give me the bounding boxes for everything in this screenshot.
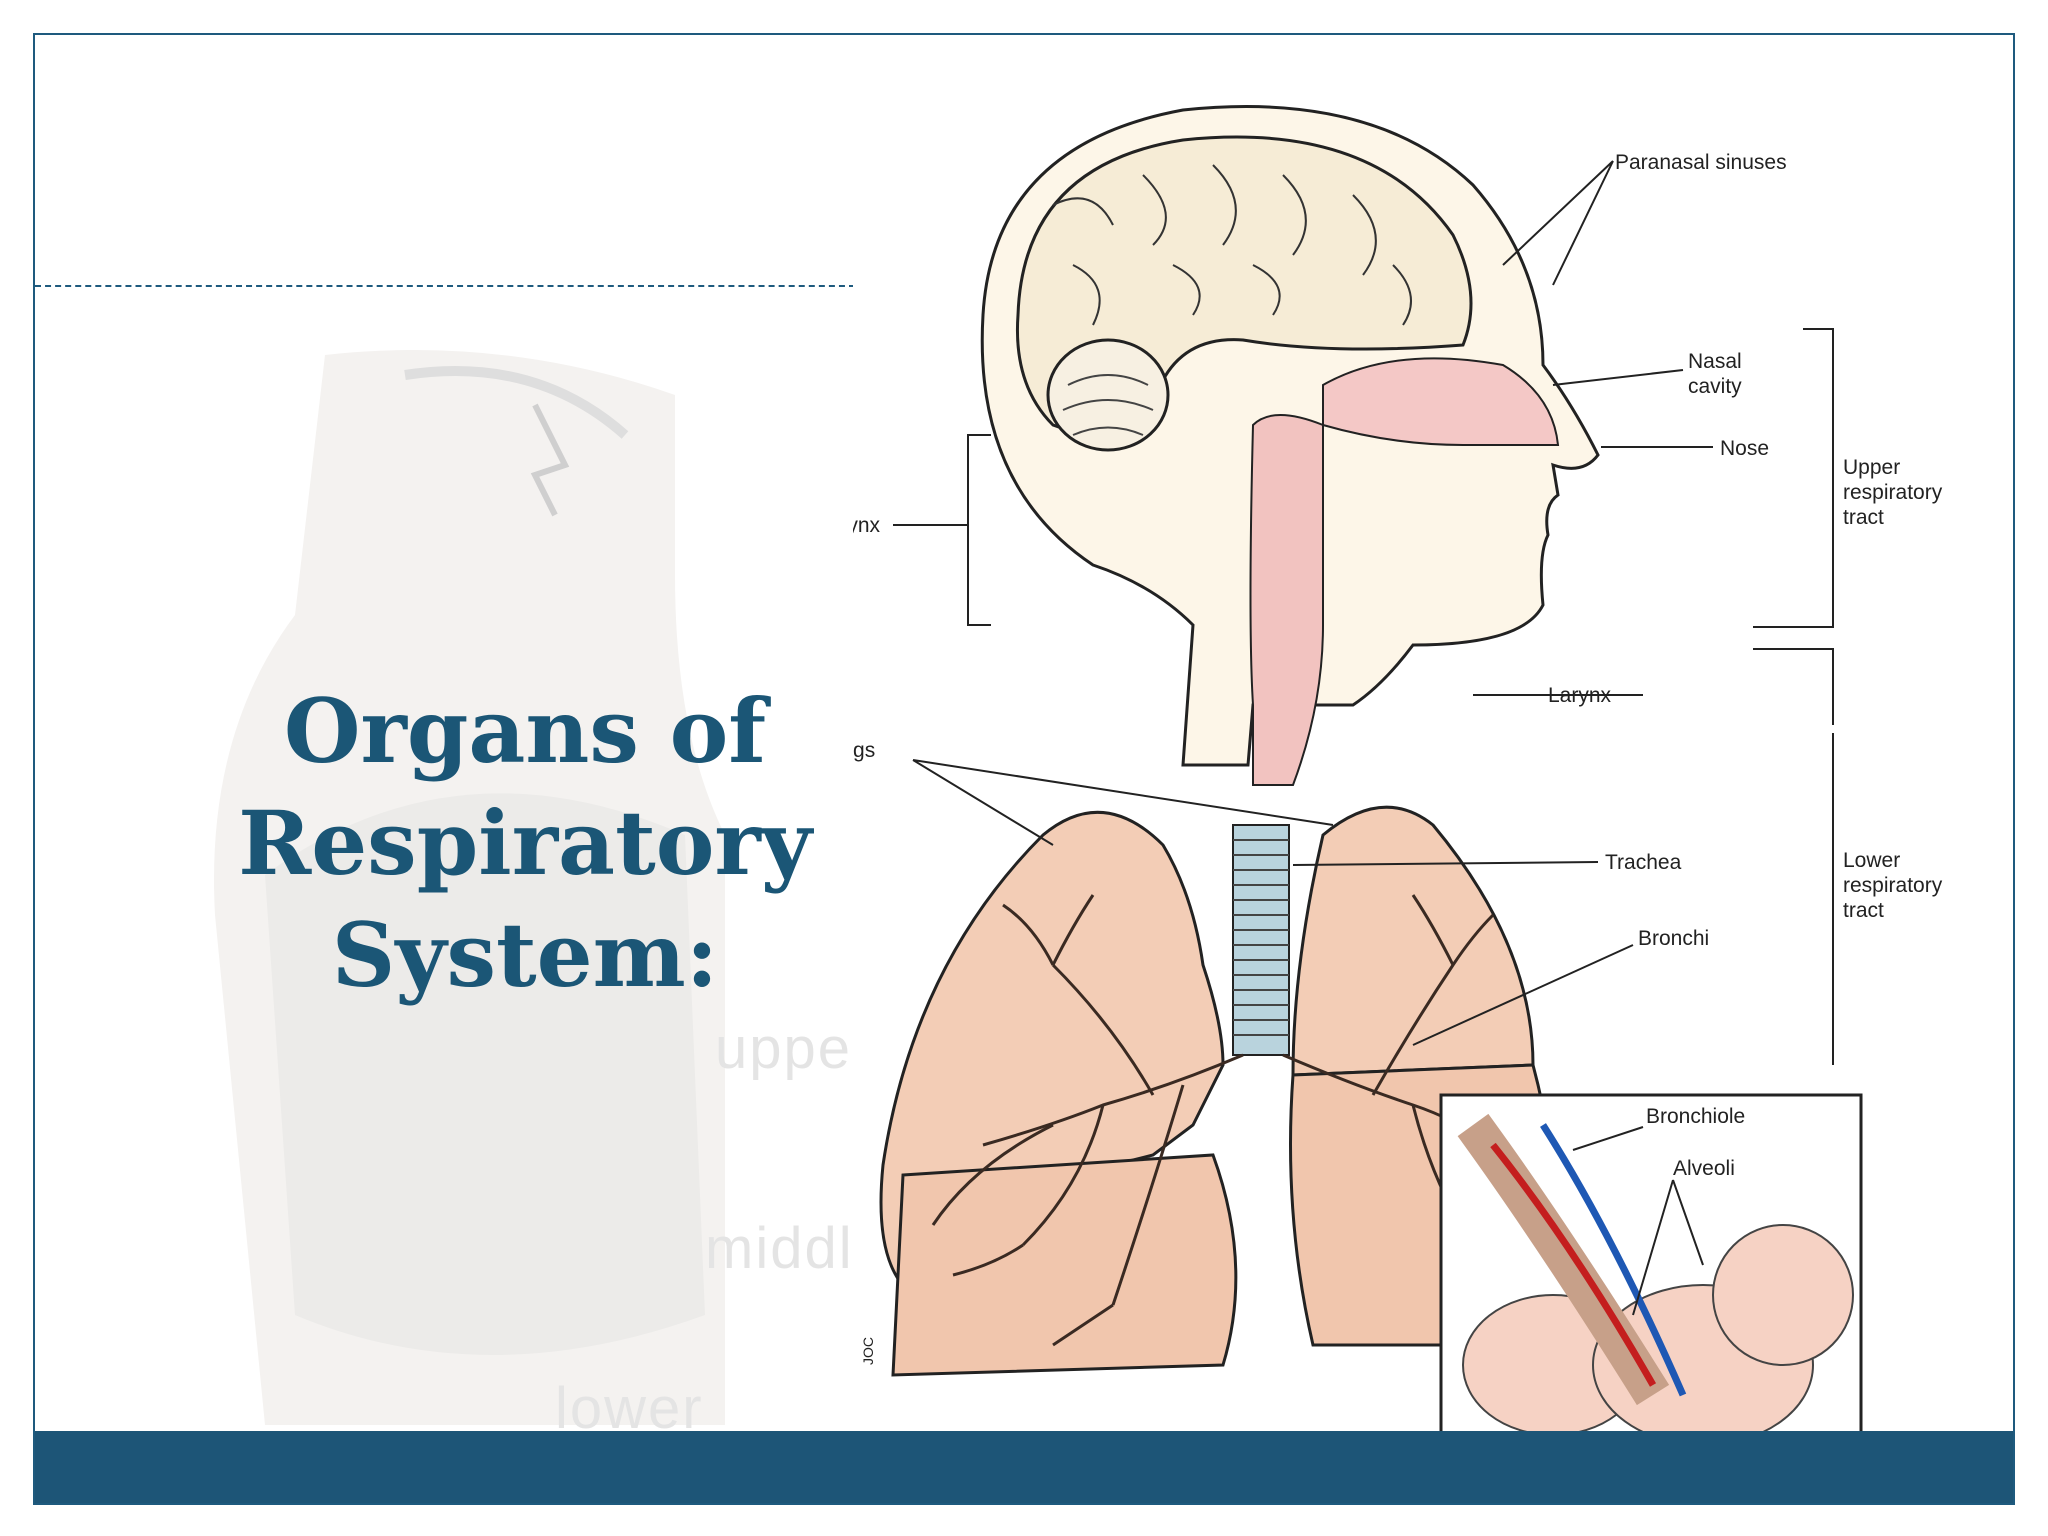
title-line-3: System: [331, 903, 719, 1007]
header-divider-left [35, 285, 855, 287]
slide: upper middle lower Organs of Respiratory… [33, 33, 2015, 1505]
vein-line [1540, 1123, 1687, 1397]
watermark-word-upper: upper [715, 1016, 874, 1081]
title-line-2: Respiratory [238, 791, 812, 895]
label-alveoli: Alveoli [1673, 1157, 1735, 1180]
illustrator-signature: JOC [860, 1337, 876, 1365]
label-upper-tract-3: tract [1843, 506, 1884, 529]
label-upper-tract-1: Upper [1843, 456, 1900, 479]
trachea-rings [1232, 824, 1290, 1056]
label-nose: Nose [1720, 437, 1769, 460]
label-bronchi: Bronchi [1638, 927, 1709, 950]
label-paranasal-sinuses: Paranasal sinuses [1615, 151, 1787, 174]
leader-lines [893, 160, 1713, 1316]
label-lower-tract-3: tract [1843, 899, 1884, 922]
label-trachea: Trachea [1605, 851, 1682, 874]
label-nasal-cavity-2: cavity [1688, 375, 1742, 398]
label-upper-tract-2: respiratory [1843, 481, 1943, 504]
slide-title: Organs of Respiratory System: [175, 675, 875, 1011]
artery-line [1490, 1142, 1657, 1387]
label-lungs: Lungs [853, 739, 875, 762]
title-line-1: Organs of [283, 679, 767, 783]
watermark-word-lower: lower [555, 1376, 704, 1441]
label-larynx: Larynx [1548, 684, 1612, 707]
footer-bar [35, 1431, 2013, 1503]
label-lower-tract-1: Lower [1843, 849, 1900, 872]
label-nasal-cavity-1: Nasal [1688, 350, 1742, 373]
respiratory-diagram: Paranasal sinuses Nasal cavity Nose Phar… [853, 65, 2013, 1465]
label-lower-tract-2: respiratory [1843, 874, 1943, 897]
label-pharynx: Pharynx [853, 514, 881, 537]
watermark-figure [214, 350, 725, 1425]
label-bronchiole: Bronchiole [1646, 1105, 1745, 1128]
